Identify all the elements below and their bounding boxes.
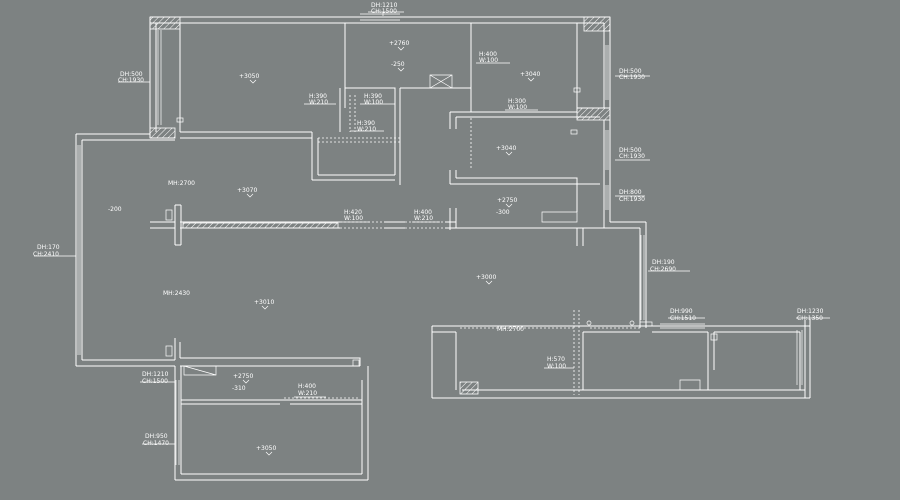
annotation-a7-l2: CH:1930	[118, 77, 144, 84]
annotation-a4-l2: W:100	[479, 57, 498, 64]
annotation-a1-l1: DH:1210	[371, 2, 398, 9]
annotation-a21-l2: W:210	[414, 215, 433, 222]
annotation-a11-l2: W:100	[508, 104, 527, 111]
hatched-elements	[149, 16, 611, 139]
annotation-a14-l2: CH:1930	[619, 153, 645, 160]
annotation-a27: +3010	[254, 299, 274, 306]
annotation-a17-l1: DH:800	[619, 189, 642, 196]
annotation-a12-l1: H:390	[357, 120, 375, 127]
annotation-a32-l2: CH:1500	[142, 378, 168, 385]
annotation-a35-l2: W:210	[298, 390, 317, 397]
fixtures	[165, 87, 718, 367]
annotation-a29-l2: CH:1350	[797, 315, 823, 322]
annotation-a10-l2: W:100	[364, 99, 383, 106]
annotation-a9-l2: W:210	[309, 99, 328, 106]
annotation-a14-l1: DH:500	[619, 147, 642, 154]
annotation-a30: MH:2700	[497, 326, 524, 333]
annotation-a13: +3040	[496, 145, 516, 152]
annotation-a26: MH:2430	[163, 290, 190, 297]
annotation-a33: +2750	[233, 373, 253, 380]
elevation-ticks	[242, 46, 535, 456]
annotation-a17-l2: CH:1930	[619, 196, 645, 203]
annotation-a31-l1: H:570	[547, 356, 565, 363]
annotation-a28-l2: CH:1510	[670, 315, 696, 322]
annotation-a29-l1: DH:1230	[797, 308, 824, 315]
annotation-a2: +2760	[389, 40, 409, 47]
annotation-a18: +2750	[497, 197, 517, 204]
annotation-a19: -200	[108, 206, 122, 213]
annotation-a35-l1: H:400	[298, 383, 316, 390]
annotation-a10-l1: H:390	[364, 93, 382, 100]
annotation-a5: +3040	[520, 71, 540, 78]
annotation-a16: +3070	[237, 187, 257, 194]
dashed-lines	[284, 95, 640, 399]
walls	[75, 16, 811, 481]
annotation-a6-l2: CH:1930	[619, 74, 645, 81]
annotation-a23-l2: CH:2410	[33, 251, 59, 258]
annotation-a22: -300	[496, 209, 510, 216]
windows	[77, 13, 803, 465]
annotation-a6-l1: DH:500	[619, 68, 642, 75]
annotation-a25: +3000	[476, 274, 496, 281]
annotation-a4-l1: H:400	[479, 51, 497, 58]
annotation-a1-l2: CH:1500	[371, 8, 397, 15]
annotation-a31-l2: W:100	[547, 363, 566, 370]
annotations: DH:1210 CH:1500 +2760 -250 H:400 W:100 +…	[33, 2, 824, 452]
annotation-a9-l1: H:390	[309, 93, 327, 100]
annotation-a32-l1: DH:1210	[142, 371, 169, 378]
annotation-a36-l2: CH:1470	[143, 440, 169, 447]
annotation-a20-l2: W:100	[344, 215, 363, 222]
annotation-a34: -310	[232, 385, 246, 392]
annotation-a11-l1: H:300	[508, 98, 526, 105]
leader-lines	[34, 11, 830, 445]
annotation-a3: -250	[391, 61, 405, 68]
annotation-a21-l1: H:400	[414, 209, 432, 216]
annotation-a28-l1: DH:990	[670, 308, 693, 315]
annotation-a12-l2: W:210	[357, 126, 376, 133]
annotation-a36-l1: DH:950	[145, 433, 168, 440]
annotation-a23-l1: DH:170	[37, 244, 60, 251]
annotation-a20-l1: H:420	[344, 209, 362, 216]
annotation-a15: MH:2700	[168, 180, 195, 187]
annotation-a8: +3050	[239, 73, 259, 80]
annotation-a24-l1: DH:190	[652, 259, 675, 266]
annotation-a24-l2: CH:2690	[650, 266, 676, 273]
annotation-a7-l1: DH:500	[120, 71, 143, 78]
annotation-a37: +3050	[256, 445, 276, 452]
